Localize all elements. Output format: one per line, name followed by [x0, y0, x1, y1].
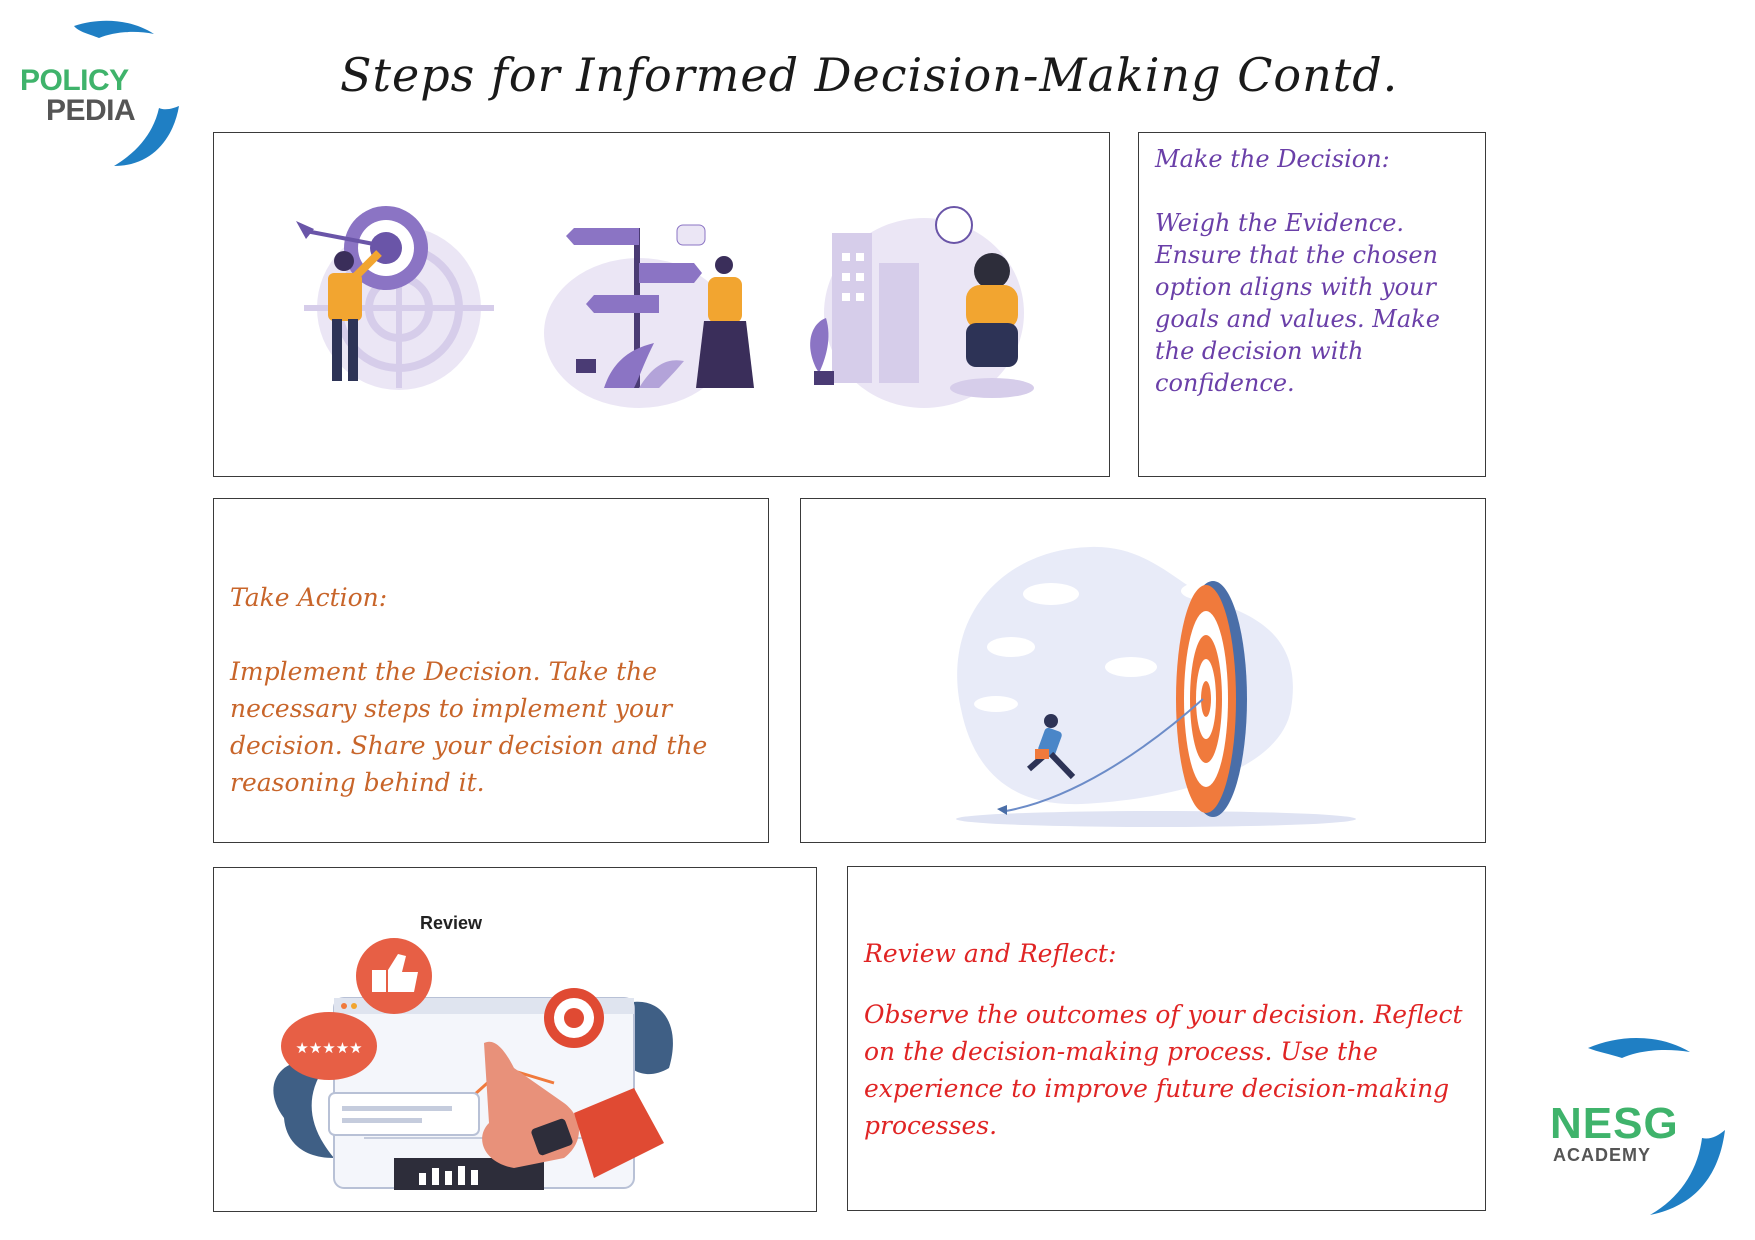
review-illustration-panel: Review ★★★★★: [213, 867, 817, 1212]
signpost-person-illustration: [544, 224, 754, 408]
logo-swoosh-icon: [74, 20, 179, 166]
review-illustration: ★★★★★: [273, 938, 673, 1190]
make-decision-heading: Make the Decision:: [1155, 145, 1390, 173]
logo-top-text: NESG: [1550, 1099, 1679, 1148]
take-action-heading: Take Action:: [230, 583, 388, 612]
review-label: Review: [420, 913, 483, 933]
policy-pedia-logo: POLICY PEDIA: [14, 16, 184, 176]
illustrations-panel: [213, 132, 1110, 477]
logo-swoosh-icon: [1588, 1037, 1725, 1215]
pointing-hand-icon: [482, 1041, 664, 1178]
review-reflect-heading: Review and Reflect:: [864, 939, 1117, 968]
rating-bubble-icon: ★★★★★: [281, 1012, 377, 1080]
logo-top-text: POLICY: [20, 64, 129, 97]
target-runner-panel: [800, 498, 1486, 843]
decision-illustrations: [296, 206, 1034, 408]
page-title: Steps for Informed Decision-Making Contd…: [340, 48, 1399, 102]
runner-person-icon: [1027, 714, 1076, 780]
thumbs-up-bubble-icon: [356, 938, 432, 1014]
take-action-panel: Take Action: Implement the Decision. Tak…: [213, 498, 769, 843]
target-icon: [544, 988, 604, 1048]
logo-bottom-text: PEDIA: [46, 94, 136, 127]
target-runner-illustration: [956, 546, 1356, 827]
review-reflect-panel: Review and Reflect: Observe the outcomes…: [847, 866, 1486, 1211]
make-decision-panel: Make the Decision: Weigh the Evidence. E…: [1138, 132, 1486, 477]
target-person-illustration: [296, 206, 494, 390]
sitting-person-illustration: [810, 206, 1034, 408]
rating-stars: ★★★★★: [295, 1039, 362, 1057]
logo-bottom-text: ACADEMY: [1553, 1145, 1652, 1165]
take-action-body: Implement the Decision. Take the necessa…: [230, 657, 708, 797]
review-reflect-body: Observe the outcomes of your decision. R…: [864, 1000, 1463, 1140]
nesg-academy-logo: NESG ACADEMY: [1540, 1030, 1730, 1220]
target-icon: [1176, 581, 1247, 817]
make-decision-body: Weigh the Evidence. Ensure that the chos…: [1155, 209, 1440, 397]
